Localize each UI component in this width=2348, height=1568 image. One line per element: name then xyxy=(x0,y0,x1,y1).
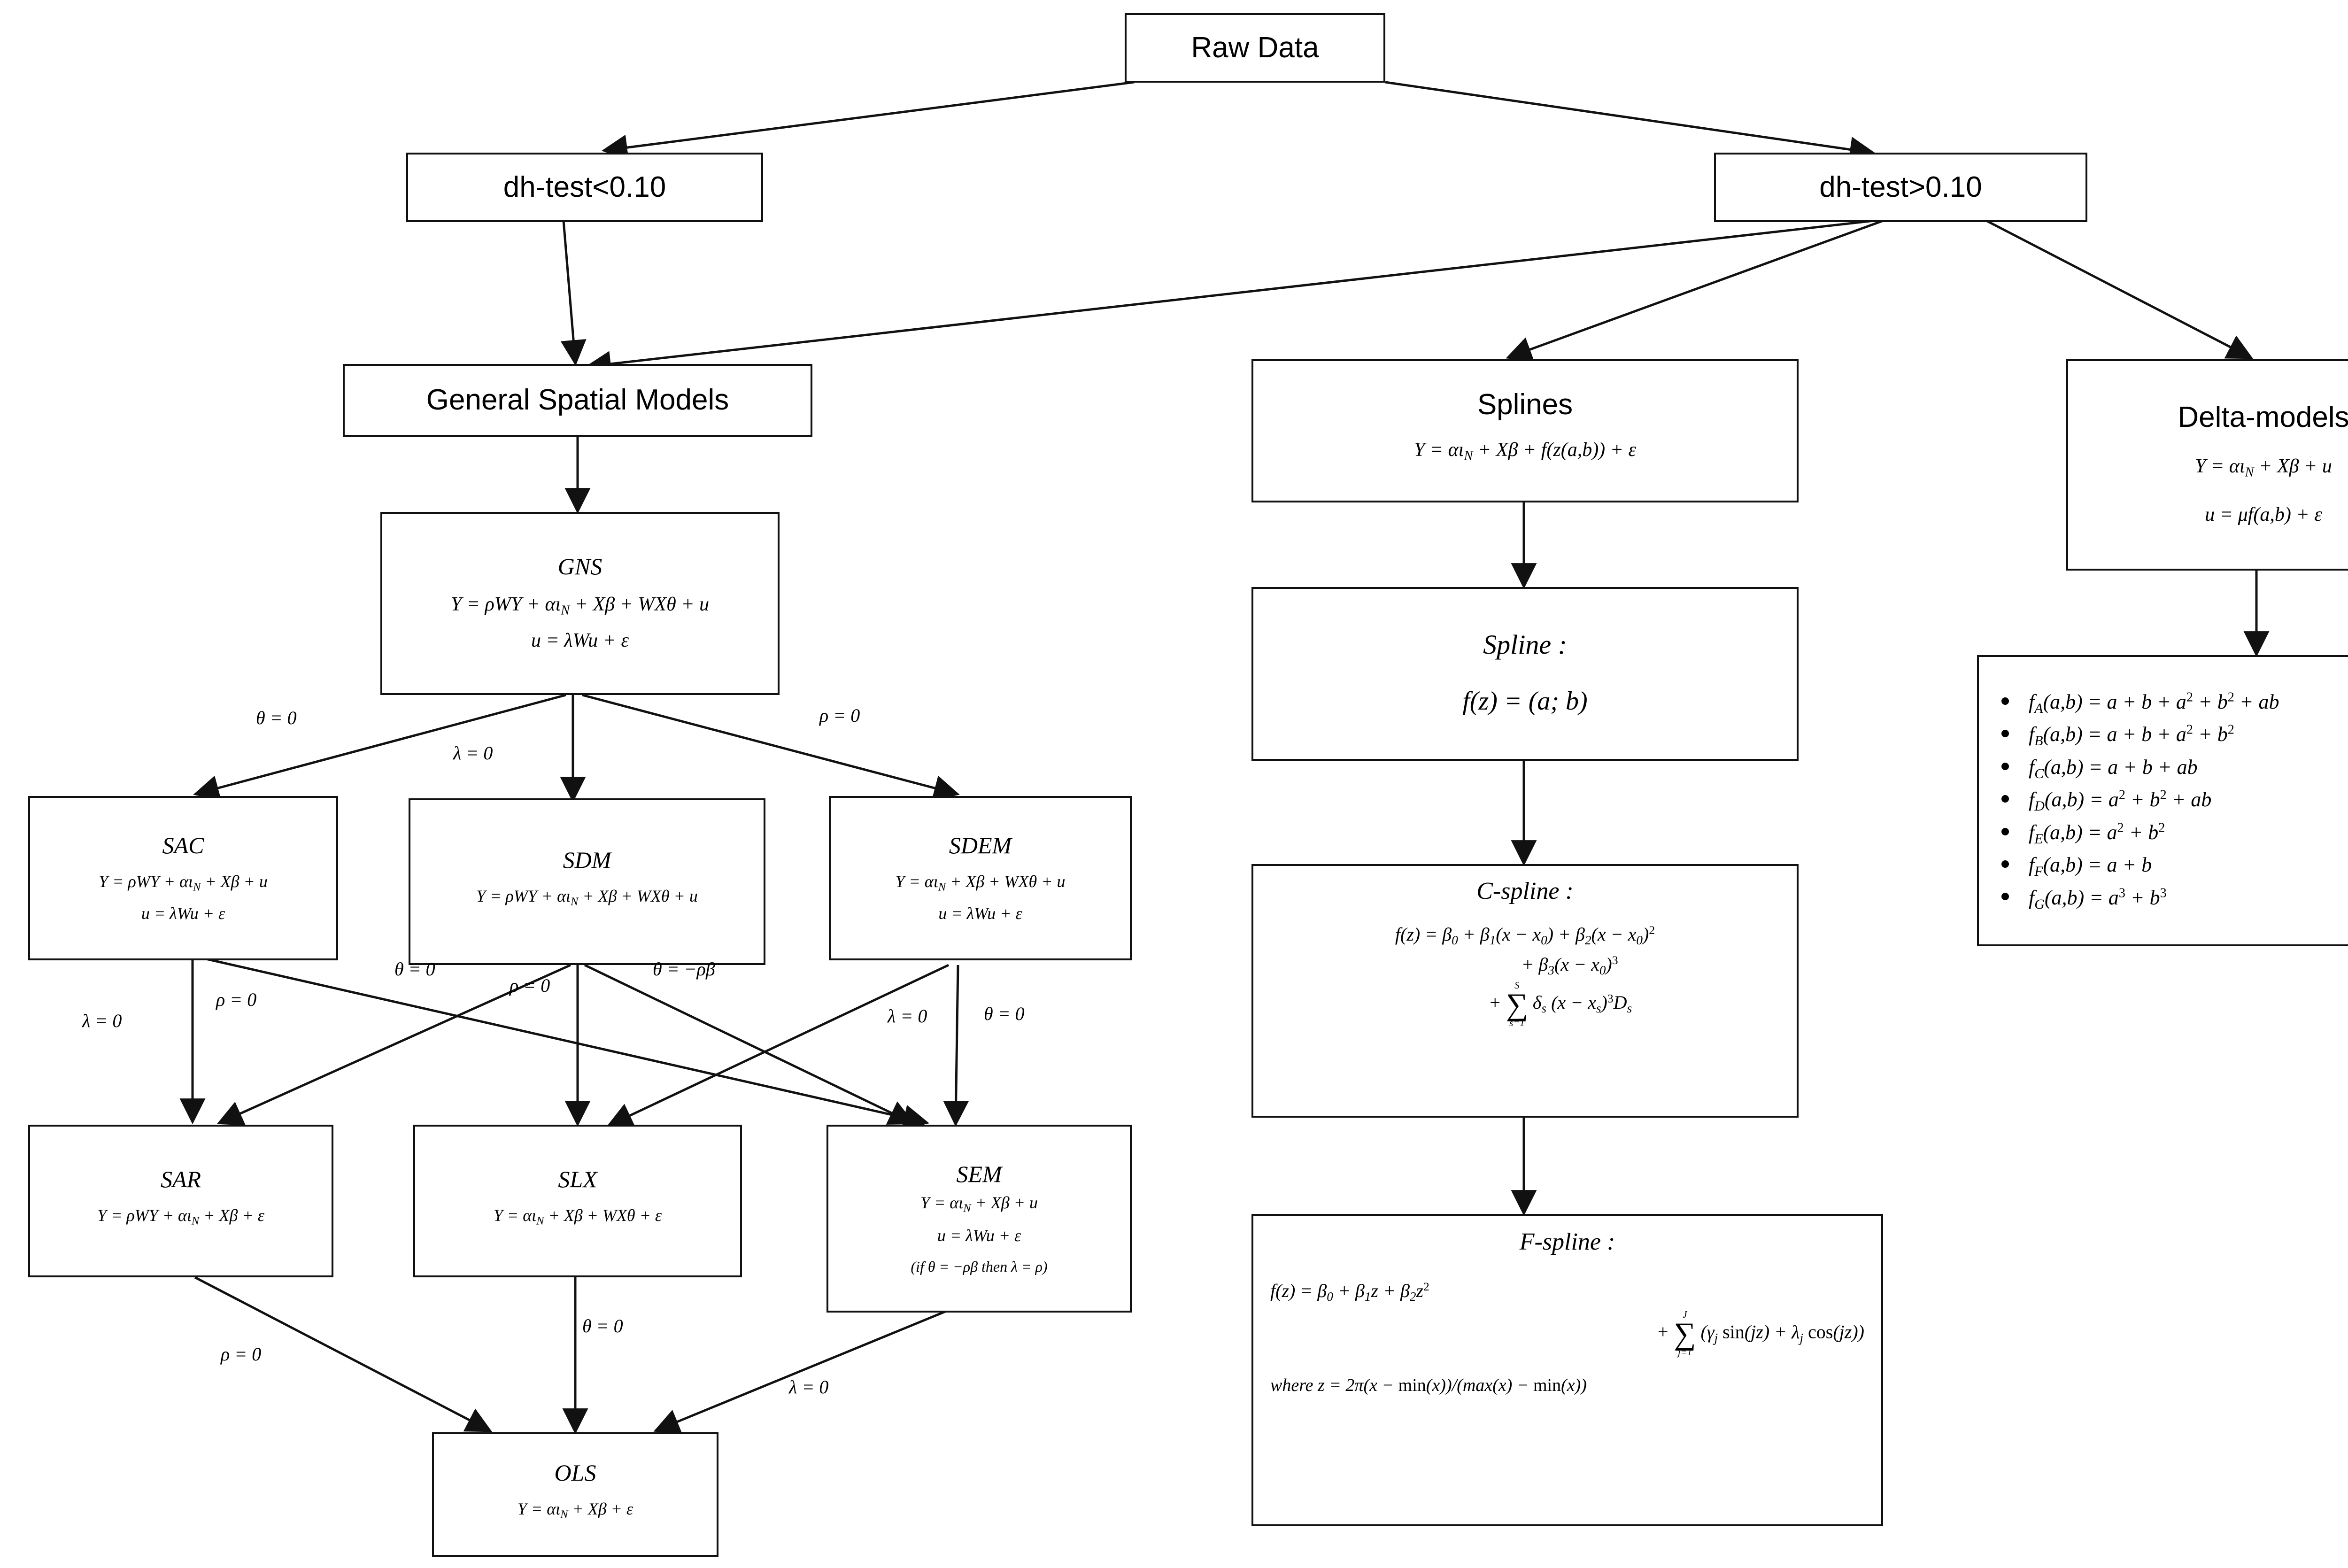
node-f-spline-equation-line-3: where z = 2π(x − min(x))/(max(x) − min(x… xyxy=(1270,1375,1587,1395)
node-f-spline-equation-line-2: + J ∑ j=1 (γj sin(jz) + λj cos(jz)) xyxy=(1656,1309,1864,1358)
node-splines-label: Splines xyxy=(1477,388,1573,421)
node-c-spline-title: C-spline : xyxy=(1476,878,1574,904)
node-delta-models-equation-2: u = μf(a,b) + ε xyxy=(2205,504,2322,526)
node-slx-equation-1: Y = αιN + Xβ + WXθ + ε xyxy=(493,1206,662,1228)
edge-label-sdm-to-slx: ρ = 0 xyxy=(510,975,550,996)
node-sar[interactable]: SAR Y = ρWY + αιN + Xβ + ε xyxy=(28,1125,333,1277)
node-ols[interactable]: OLS Y = αιN + Xβ + ε xyxy=(432,1432,718,1557)
node-dh-test-low-label: dh-test<0.10 xyxy=(503,170,666,203)
node-delta-models-equation-1: Y = αιN + Xβ + u xyxy=(2195,456,2332,480)
node-sdm-equation-1: Y = ρWY + αιN + Xβ + WXθ + u xyxy=(476,887,698,908)
node-sem-equation-1: Y = αιN + Xβ + u xyxy=(920,1193,1038,1215)
node-sdem[interactable]: SDEM Y = αιN + Xβ + WXθ + u u = λWu + ε xyxy=(829,796,1132,960)
node-dh-test-high[interactable]: dh-test>0.10 xyxy=(1714,153,2087,222)
node-ols-title: OLS xyxy=(554,1460,596,1486)
node-dh-test-low[interactable]: dh-test<0.10 xyxy=(406,153,763,222)
node-c-spline[interactable]: C-spline : f(z) = β0 + β1(x − x0) + β2(x… xyxy=(1251,864,1799,1118)
delta-function-list: fA(a,b) = a + b + a2 + b2 + ab fB(a,b) =… xyxy=(1979,687,2348,915)
node-f-spline-equation-line-1: f(z) = β0 + β1z + β2z2 xyxy=(1270,1279,1429,1304)
edge-label-gns-to-sac: θ = 0 xyxy=(256,707,297,728)
node-spline[interactable]: Spline : f(z) = (a; b) xyxy=(1251,587,1799,761)
edge-label-sem-to-ols: λ = 0 xyxy=(789,1376,829,1398)
edge-label-sdem-to-slx: λ = 0 xyxy=(888,1005,927,1027)
node-dh-test-high-label: dh-test>0.10 xyxy=(1819,170,1982,203)
node-delta-models[interactable]: Delta-models Y = αιN + Xβ + u u = μf(a,b… xyxy=(2066,359,2348,571)
node-gns-equation-2: u = λWu + ε xyxy=(531,630,629,652)
list-item: fF(a,b) = a + b xyxy=(1998,850,2348,882)
edge-label-sar-to-ols: ρ = 0 xyxy=(221,1344,262,1365)
node-sem-equation-2: u = λWu + ε xyxy=(937,1226,1021,1245)
list-item: fB(a,b) = a + b + a2 + b2 xyxy=(1998,719,2348,751)
list-item: fA(a,b) = a + b + a2 + b2 + ab xyxy=(1998,687,2348,719)
node-raw-data-label: Raw Data xyxy=(1191,31,1319,64)
list-item: fD(a,b) = a2 + b2 + ab xyxy=(1998,784,2348,817)
node-c-spline-equation-line-3: + S ∑ s=1 δs (x − xs)3Ds xyxy=(1488,980,1632,1028)
node-splines-equation-1: Y = αιN + Xβ + f(z(a,b)) + ε xyxy=(1413,439,1637,463)
node-spline-equation-1: f(z) = (a; b) xyxy=(1462,686,1588,716)
node-c-spline-equation-line-2: + β3(x − x0)3 xyxy=(1521,953,1618,978)
node-spline-title: Spline : xyxy=(1483,629,1567,660)
node-sdem-equation-1: Y = αιN + Xβ + WXθ + u xyxy=(895,872,1066,893)
node-gns[interactable]: GNS Y = ρWY + αιN + Xβ + WXθ + u u = λWu… xyxy=(380,512,780,695)
node-delta-models-label: Delta-models xyxy=(2178,401,2348,433)
node-sar-title: SAR xyxy=(160,1166,201,1193)
node-sac-equation-1: Y = ρWY + αιN + Xβ + u xyxy=(99,872,268,893)
edge-label-sdem-to-sem: θ = 0 xyxy=(984,1003,1025,1024)
edge-label-sdm-to-sar: θ = 0 xyxy=(394,958,435,980)
node-raw-data[interactable]: Raw Data xyxy=(1125,13,1385,83)
edge-label-sac-to-sar: λ = 0 xyxy=(82,1010,122,1031)
edge-label-gns-to-sdm: λ = 0 xyxy=(453,742,493,764)
node-general-spatial-models-label: General Spatial Models xyxy=(426,384,729,417)
node-c-spline-equation-line-1: f(z) = β0 + β1(x − x0) + β2(x − x0)2 xyxy=(1395,923,1655,948)
node-sar-equation-1: Y = ρWY + αιN + Xβ + ε xyxy=(97,1206,264,1228)
node-ols-equation-1: Y = αιN + Xβ + ε xyxy=(517,1499,633,1521)
node-sem-title: SEM xyxy=(956,1160,1002,1187)
node-gns-equation-1: Y = ρWY + αιN + Xβ + WXθ + u xyxy=(450,594,710,618)
node-f-spline-title: F-spline : xyxy=(1519,1228,1615,1255)
node-delta-function-list[interactable]: fA(a,b) = a + b + a2 + b2 + ab fB(a,b) =… xyxy=(1977,655,2348,946)
edge-label-sac-to-sem: ρ = 0 xyxy=(216,989,257,1010)
list-item: fG(a,b) = a3 + b3 xyxy=(1998,882,2348,915)
node-splines[interactable]: Splines Y = αιN + Xβ + f(z(a,b)) + ε xyxy=(1251,359,1799,502)
node-sac[interactable]: SAC Y = ρWY + αιN + Xβ + u u = λWu + ε xyxy=(28,796,338,960)
node-sdm[interactable]: SDM Y = ρWY + αιN + Xβ + WXθ + u xyxy=(409,798,765,965)
node-gns-title: GNS xyxy=(557,553,602,580)
edge-label-gns-to-sdem: ρ = 0 xyxy=(819,705,860,726)
node-sdem-title: SDEM xyxy=(949,832,1012,858)
list-item: fC(a,b) = a + b + ab xyxy=(1998,752,2348,784)
node-general-spatial-models[interactable]: General Spatial Models xyxy=(343,364,812,437)
node-f-spline[interactable]: F-spline : f(z) = β0 + β1z + β2z2 + J ∑ … xyxy=(1251,1214,1883,1526)
node-sac-equation-2: u = λWu + ε xyxy=(141,904,225,923)
node-sdem-equation-2: u = λWu + ε xyxy=(938,904,1022,923)
node-slx-title: SLX xyxy=(558,1166,597,1193)
node-sdm-title: SDM xyxy=(563,847,611,873)
list-item: fE(a,b) = a2 + b2 xyxy=(1998,817,2348,850)
node-sem[interactable]: SEM Y = αιN + Xβ + u u = λWu + ε (if θ =… xyxy=(826,1125,1132,1313)
node-sem-equation-3: (if θ = −ρβ then λ = ρ) xyxy=(911,1258,1048,1275)
edge-label-slx-to-ols: θ = 0 xyxy=(582,1315,623,1336)
node-sac-title: SAC xyxy=(162,832,204,858)
node-slx[interactable]: SLX Y = αιN + Xβ + WXθ + ε xyxy=(413,1125,742,1277)
edge-label-sdm-to-sem: θ = −ρβ xyxy=(653,958,715,980)
